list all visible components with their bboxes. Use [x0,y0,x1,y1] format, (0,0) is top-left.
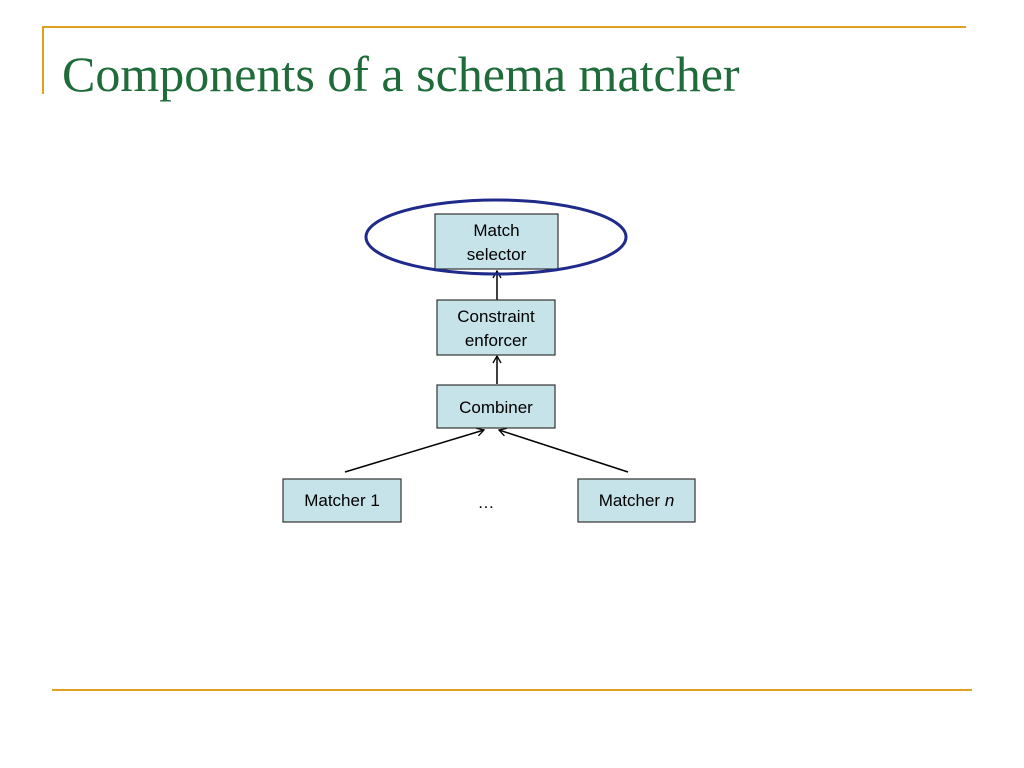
left-rule [42,26,44,94]
combiner-label: Combiner [459,398,533,417]
highlight-ellipse [364,198,628,276]
match-selector-box: Match selector [434,213,559,270]
matchers-ellipsis: … [478,493,495,512]
top-rule [42,26,966,28]
matcher-n-label: Matcher n [599,491,675,510]
matcher-1-label: Matcher 1 [304,491,380,510]
constraint-enforcer-box: Constraint enforcer [436,299,556,356]
combiner-box: Combiner [436,384,556,429]
slide-title: Components of a schema matcher [62,46,740,102]
arrow-matcher1-to-combiner [344,427,486,473]
match-selector-label-line1: Match [473,221,519,240]
constraint-enforcer-label-line1: Constraint [457,307,535,326]
matcher-1-box: Matcher 1 [282,478,402,523]
matcher-n-label-variable: n [665,491,674,510]
matcher-n-label-prefix: Matcher [599,491,665,510]
match-selector-label-line2: selector [467,245,527,264]
matcher-n-box: Matcher n [577,478,696,523]
bottom-rule [52,689,972,691]
arrow-matchern-to-combiner [497,427,629,473]
constraint-enforcer-label-line2: enforcer [465,331,528,350]
